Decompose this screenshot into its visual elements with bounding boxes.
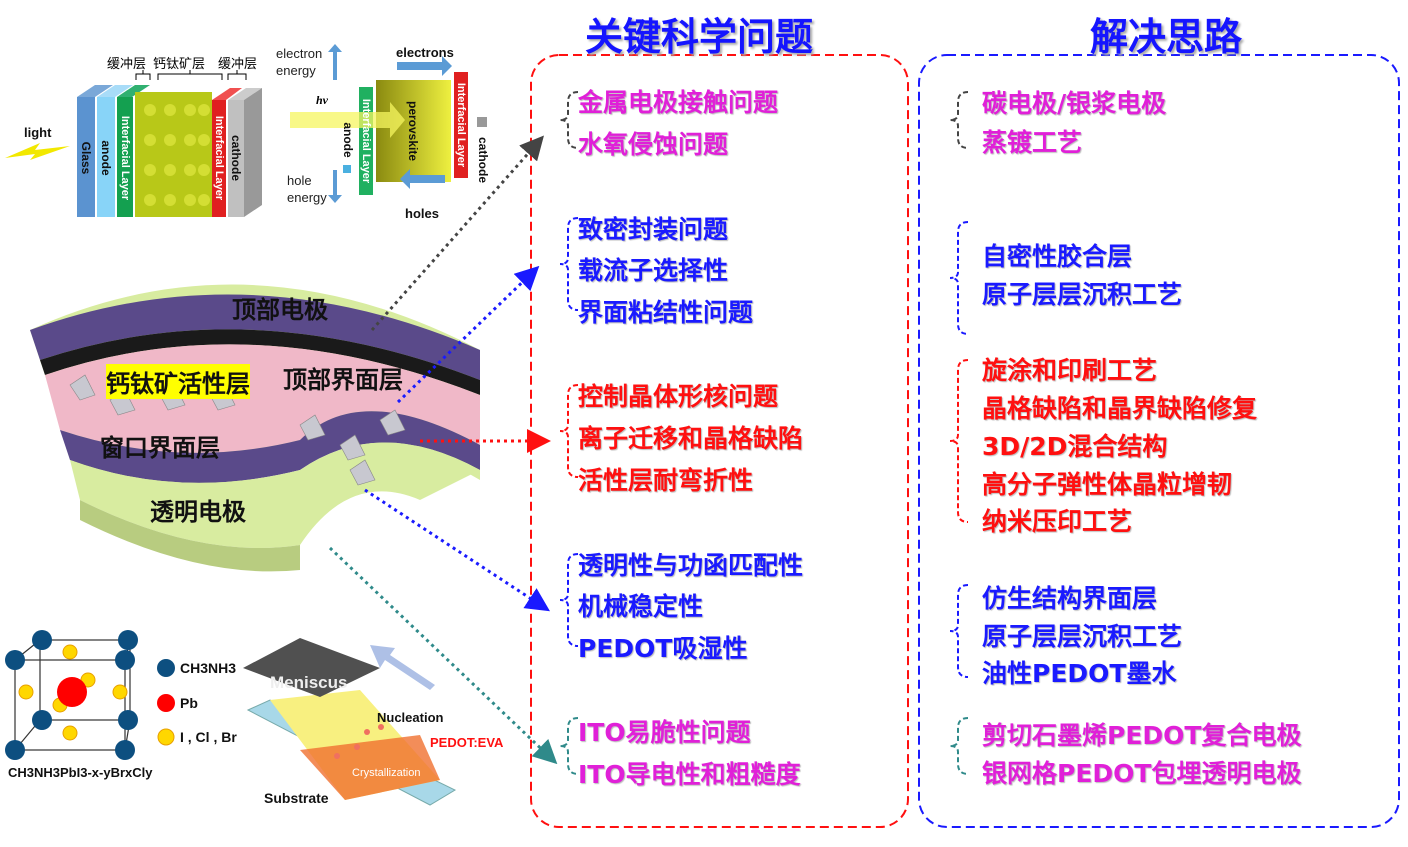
electrons-arrow [397,56,452,76]
problems-box [530,54,909,828]
brace-solutions-1 [949,91,969,149]
transparent-electrode-label: 透明电极 [150,498,246,526]
legend-halide: I , Cl , Br [180,729,237,745]
hv-arrow [290,102,405,138]
meniscus-coating-illustration [243,638,457,806]
device-layer-schematic [5,70,262,217]
solutions-box [918,54,1400,828]
brace-solutions-5 [949,717,969,775]
nucleation-label: Nucleation [377,710,444,725]
crystallization-label: Crystallization [352,767,421,779]
buffer-label-right: 缓冲层 [218,57,258,72]
solution-5-1: 剪切石墨烯PEDOT复合电极 [982,721,1302,750]
solution-5-2: 银网格PEDOT包埋透明电极 [982,759,1302,788]
solution-3-4: 高分子弹性体晶粒增韧 [982,470,1233,499]
electrons-label: electrons [396,45,454,60]
substrate-label: Substrate [264,790,329,806]
light-bolt-icon [5,143,70,160]
crystal-formula: CH3NH3PbI3-x-yBrxCly [8,765,153,780]
hole-energy-label: hole energy [287,172,327,206]
interfacial-left-label: Interfacial Layer [360,98,372,184]
brace-solutions-3 [949,359,969,523]
problem-3-2: 离子迁移和晶格缺陷 [578,424,804,453]
perovskite-label: 钙钛矿层 [153,57,206,72]
window-interface-label: 窗口界面层 [100,434,220,462]
solution-3-2: 晶格缺陷和晶界缺陷修复 [982,394,1258,423]
interfacial-right-label: Interfacial Layer [455,82,467,168]
problem-2-3: 界面粘结性问题 [578,298,754,327]
energy-diagram [290,44,487,203]
problem-5-2: ITO导电性和粗糙度 [578,760,801,789]
braces [559,91,969,775]
light-label: light [24,125,52,140]
solution-3-5: 纳米压印工艺 [982,507,1133,536]
anode-layer-label: anode [99,140,113,176]
interfacial-layer-right-label: Interfacial Layer [213,115,225,201]
legend-pb: Pb [180,695,198,711]
meniscus-blade [243,638,380,697]
buffer-label-left: 缓冲层 [107,57,147,72]
problem-1-1: 金属电极接触问题 [578,88,779,117]
holes-label: holes [405,206,439,221]
active-layer-label: 钙钛矿活性层 [106,364,250,399]
brace-problems-5 [559,717,579,775]
coating-direction-arrow [370,645,435,690]
problem-2-2: 载流子选择性 [578,256,729,285]
anode-label: anode [341,122,355,158]
arrow-transparent-electrode [328,546,558,765]
problem-5-1: ITO易脆性问题 [578,718,751,747]
cathode-label: cathode [476,136,490,183]
problem-3-1: 控制晶体形核问题 [578,382,779,411]
top-interface-label: 顶部界面层 [283,366,403,394]
problem-4-2: 机械稳定性 [578,592,704,621]
electron-energy-line2: energy [276,63,316,78]
holes-arrow [400,169,445,189]
solution-2-1: 自密性胶合层 [982,242,1133,271]
problems-title: 关键科学问题 [585,15,814,59]
hole-energy-line2: energy [287,190,327,205]
hole-energy-line1: hole [287,173,312,188]
solution-1-2: 蒸镀工艺 [982,128,1083,157]
meniscus-label: Meniscus [270,673,348,692]
interfacial-layer-left-label: Interfacial Layer [119,115,131,201]
brace-solutions-4 [949,584,969,678]
flexible-cell-illustration [30,284,480,572]
glass-layer-label: Glass [79,141,93,175]
top-electrode-label: 顶部电极 [232,296,328,324]
hv-label: hv [316,93,328,107]
brace-solutions-2 [949,221,969,335]
problem-1-2: 水氧侵蚀问题 [578,130,729,159]
legend-halide-dot [157,728,175,746]
solution-4-1: 仿生结构界面层 [982,584,1158,613]
solution-1-1: 碳电极/银浆电极 [982,89,1167,118]
solution-3-3: 3D/2D混合结构 [982,432,1168,461]
pedot-eva-label: PEDOT:EVA [430,735,504,750]
hole-energy-arrow [328,170,342,203]
solution-4-2: 原子层层沉积工艺 [982,622,1183,651]
electron-energy-label: electron energy [276,45,322,79]
electron-energy-arrow [328,44,342,80]
legend-ch3nh3-dot [157,659,175,677]
solution-2-2: 原子层层沉积工艺 [982,280,1183,309]
solution-3-1: 旋涂和印刷工艺 [982,356,1158,385]
brace-problems-3 [559,384,579,478]
brace-problems-4 [559,553,579,647]
cathode-layer-label: cathode [229,134,243,181]
problem-2-1: 致密封装问题 [578,215,729,244]
legend-ch3nh3: CH3NH3 [180,660,237,676]
brace-problems-2 [559,217,579,311]
arrow-top-electrode [370,135,544,331]
solution-4-3: 油性PEDOT墨水 [982,659,1177,688]
problem-4-3: PEDOT吸湿性 [578,634,748,663]
brace-problems-1 [559,91,579,149]
problem-4-1: 透明性与功函匹配性 [578,551,804,580]
arrow-window-interface [364,488,551,612]
problem-3-3: 活性层耐弯折性 [578,466,754,495]
crystal-atoms [5,630,175,760]
electron-energy-line1: electron [276,46,323,61]
solutions-title: 解决思路 [1090,15,1243,59]
perovskite-box-label: perovskite [406,100,420,162]
legend-pb-dot [157,694,175,712]
